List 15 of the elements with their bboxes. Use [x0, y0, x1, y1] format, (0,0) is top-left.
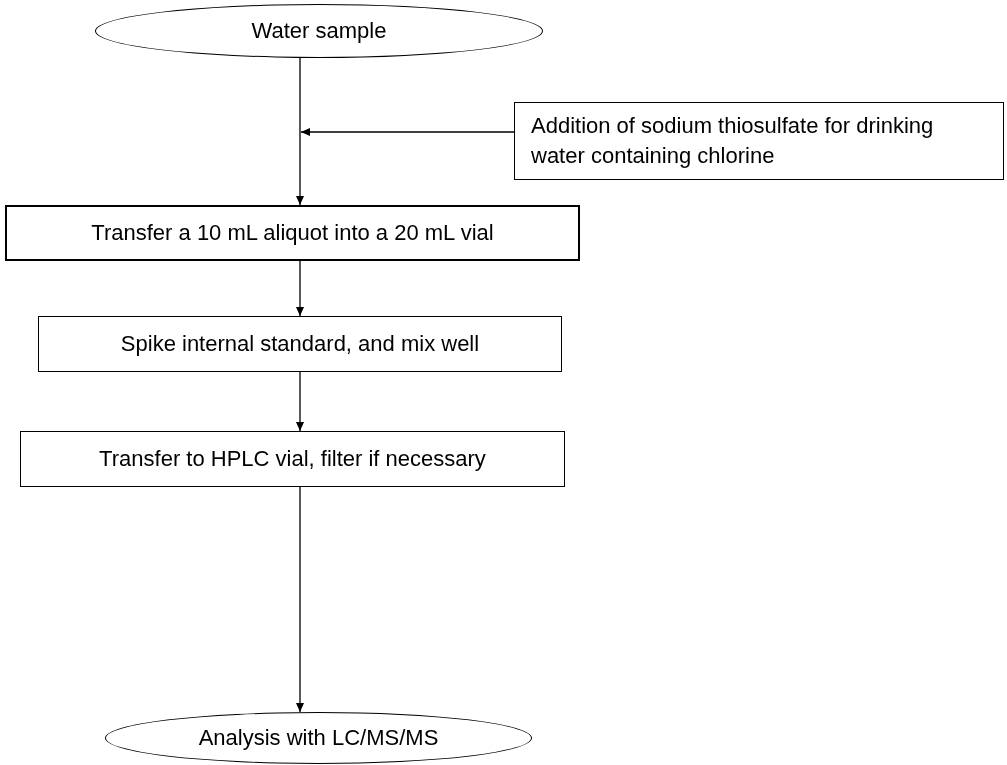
- process-box: [5, 205, 580, 261]
- node-text: Analysis with LC/MS/MS: [198, 724, 439, 753]
- arrow: [296, 57, 304, 206]
- node-text: Addition of sodium thiosulfate for drinking water containing chlorine: [531, 112, 935, 170]
- arrow: [300, 128, 515, 136]
- process-box: [514, 102, 1004, 180]
- arrow: [296, 260, 304, 317]
- process-box: [38, 316, 562, 372]
- node-text: Transfer to HPLC vial, filter if necessary: [99, 445, 486, 474]
- arrow: [296, 371, 304, 432]
- process-box: [20, 431, 565, 487]
- node-text: Transfer a 10 mL aliquot into a 20 mL vial: [91, 219, 494, 248]
- arrow: [296, 486, 304, 713]
- node-text: Spike internal standard, and mix well: [120, 330, 480, 359]
- node-text: Water sample: [251, 17, 387, 46]
